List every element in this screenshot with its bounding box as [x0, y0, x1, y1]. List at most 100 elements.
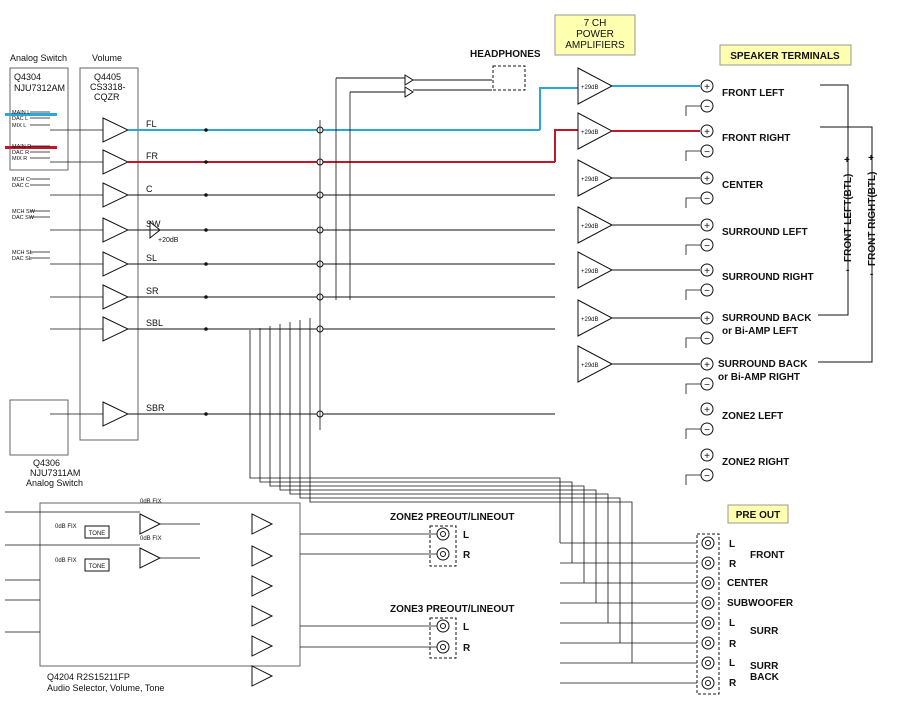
terminal-plus-sign: + — [704, 82, 710, 93]
zone3-preout-title: ZONE3 PREOUT/LINEOUT — [390, 604, 514, 615]
power-amp-gain: +29dB — [581, 269, 599, 275]
route-line — [299, 320, 621, 643]
fix-label-1: 0dB FIX — [55, 524, 77, 530]
channel-label: C — [146, 184, 153, 194]
analog-switch-2-title: Analog Switch — [26, 478, 83, 488]
terminal-minus-sign: − — [704, 241, 710, 252]
power-amp-gain: +29dB — [581, 317, 599, 323]
terminal-minus-sign: − — [704, 425, 710, 436]
speaker-terminals-title: SPEAKER TERMINALS — [730, 51, 840, 62]
speaker-label: SURROUND RIGHT — [722, 272, 814, 283]
switch-input-label: DAC R — [12, 150, 29, 156]
rca-jack-center — [705, 600, 711, 606]
analog-switch-2-chip: NJU7311AM — [30, 468, 80, 478]
volume-op-amp — [102, 217, 130, 243]
speaker-label: or Bi-AMP LEFT — [722, 326, 798, 337]
pre-out-front-l: L — [729, 539, 735, 550]
pre-out-sb-l: L — [729, 658, 735, 669]
speaker-label: ZONE2 LEFT — [722, 411, 783, 422]
sw-gain-label: +20dB — [158, 237, 179, 244]
channel-label: SL — [146, 253, 157, 263]
pre-out-title: PRE OUT — [736, 510, 780, 521]
volume-title: Volume — [92, 53, 122, 63]
volume-block-q4405: Volume Q4405 CS3318- CQZR — [79, 53, 139, 441]
headphones-block: HEADPHONES — [336, 49, 541, 98]
bus-arrow — [204, 228, 208, 232]
speaker-terminals: +−FRONT LEFT+−FRONT RIGHT+−CENTER+−SURRO… — [685, 79, 814, 485]
power-amp — [577, 345, 614, 383]
selector-amp — [251, 513, 274, 535]
terminal-ground — [685, 197, 701, 208]
audio-selector-q4204: Q4204 R2S15211FP Audio Selector, Volume,… — [5, 499, 301, 693]
pre-out-block: PRE OUT FRONT CENTER SUBWOOFER SURR SURR… — [696, 504, 794, 695]
rca-jack-center — [705, 560, 711, 566]
terminal-plus — [700, 311, 714, 325]
rca-jack-center — [705, 640, 711, 646]
amps-line-3: AMPLIFIERS — [565, 40, 625, 51]
pre-out-surr: SURR — [750, 626, 779, 637]
front-right-feed — [554, 129, 578, 162]
volume-op-amp — [102, 401, 130, 427]
terminal-ground — [685, 150, 701, 161]
terminal-plus — [700, 357, 714, 371]
terminal-plus — [700, 124, 714, 138]
zone2-preout: ZONE2 PREOUT/LINEOUT L R — [390, 512, 514, 567]
btl-brackets: FRONT LEFT(BTL) FRONT RIGHT(BTL) + + - - — [818, 84, 878, 363]
power-amp — [577, 299, 614, 337]
analog-switch-q4304: Analog Switch Q4304 NJU7312AM — [5, 53, 69, 171]
volume-op-amp — [102, 182, 130, 208]
speaker-label: or Bi-AMP RIGHT — [718, 372, 800, 383]
route-line — [279, 324, 597, 603]
switch-input-label: DAC C — [12, 183, 29, 189]
terminal-plus-sign: + — [704, 266, 710, 277]
tone-label-2: TONE — [89, 564, 106, 570]
terminal-plus-sign: + — [704, 314, 710, 325]
selector-amp — [251, 575, 274, 597]
zone2-preout-title: ZONE2 PREOUT/LINEOUT — [390, 512, 514, 523]
channel-label: SW — [146, 219, 161, 229]
btl-right-minus: - — [870, 269, 873, 280]
rca-jack-center — [705, 680, 711, 686]
pre-out-surr-l: L — [729, 618, 735, 629]
power-amp — [577, 112, 614, 150]
bus-arrow — [204, 295, 208, 299]
bus-arrow — [204, 327, 208, 331]
pre-out-surr-r: R — [729, 639, 737, 650]
selector-part: Q4204 R2S15211FP — [47, 672, 130, 682]
power-amp-gain: +29dB — [581, 363, 599, 369]
power-amp — [577, 251, 614, 289]
speaker-terminals-header: SPEAKER TERMINALS — [719, 44, 852, 66]
terminal-ground — [685, 244, 701, 255]
speaker-label: SURROUND LEFT — [722, 227, 808, 238]
power-amp-gain: +29dB — [581, 85, 599, 91]
switch-input-label: MCH SL — [12, 250, 33, 256]
volume-channels: FLFRCSWSLSRSBLSBR — [50, 117, 165, 427]
fix-label-2: 0dB FIX — [55, 558, 77, 564]
analog-switch-q4306: Q4306 NJU7311AM Analog Switch — [9, 399, 83, 488]
channel-label: FR — [146, 151, 158, 161]
front-left-feed — [539, 87, 578, 130]
switch-input-label: MIX R — [12, 156, 27, 162]
selector-amp — [251, 665, 274, 687]
terminal-plus — [700, 448, 714, 462]
fix-label-3: 0dB FIX — [140, 499, 162, 505]
switch-input-label: MIX L — [12, 123, 26, 129]
switch-input-label: MCH SW — [12, 209, 36, 215]
terminal-plus-sign: + — [704, 127, 710, 138]
rca-jack-center — [705, 540, 711, 546]
amps-line-2: POWER — [576, 29, 614, 40]
channel-label: FL — [146, 119, 157, 129]
bus-arrow — [204, 412, 208, 416]
btl-left-minus: - — [846, 265, 849, 276]
amps-line-1: 7 CH — [584, 18, 607, 29]
pre-out-front-r: R — [729, 559, 737, 570]
speaker-label: CENTER — [722, 180, 764, 191]
power-amp — [577, 159, 614, 197]
btl-right-plus: + — [868, 153, 874, 164]
pre-out-jacks — [560, 536, 715, 690]
terminal-plus-sign: + — [704, 221, 710, 232]
terminal-minus-sign: − — [704, 147, 710, 158]
speaker-label: SURROUND BACK — [722, 313, 812, 324]
terminal-ground — [685, 105, 701, 116]
